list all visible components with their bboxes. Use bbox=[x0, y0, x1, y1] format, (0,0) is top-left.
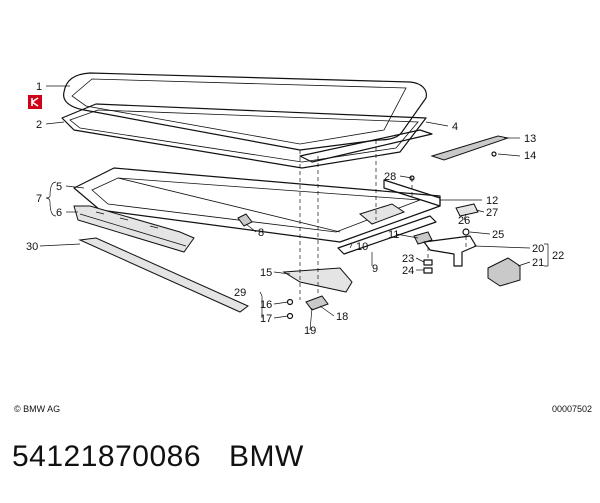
callout-22: 22 bbox=[552, 250, 564, 262]
image-number: 00007502 bbox=[551, 404, 592, 414]
brand-name: BMW bbox=[229, 440, 304, 473]
callout-2: 2 bbox=[36, 119, 42, 131]
deflector-strip bbox=[299, 129, 433, 163]
part-caption: 54121870086 BMW bbox=[12, 440, 304, 474]
callout-30: 30 bbox=[26, 241, 38, 253]
callout-11: 11 bbox=[388, 229, 399, 241]
leader-lines bbox=[39, 85, 549, 331]
callout-29: 29 bbox=[234, 287, 246, 299]
callout-25: 25 bbox=[492, 229, 504, 241]
callout-27: 27 bbox=[486, 207, 498, 219]
callout-8: 8 bbox=[258, 227, 264, 239]
nut-23-24 bbox=[423, 259, 433, 274]
callout-21: 21 bbox=[532, 257, 544, 269]
callout-26: 26 bbox=[458, 215, 470, 227]
callout-9: 9 bbox=[372, 263, 378, 275]
screw-25 bbox=[462, 228, 470, 236]
callout-10: 10 bbox=[356, 241, 368, 253]
assembly-guides bbox=[299, 140, 467, 300]
screws-16-17 bbox=[286, 298, 294, 320]
callout-14: 14 bbox=[524, 150, 536, 162]
trim-strip bbox=[78, 237, 249, 313]
clip-18-19 bbox=[305, 295, 329, 311]
callout-6: 6 bbox=[56, 207, 62, 219]
callout-12: 12 bbox=[486, 195, 498, 207]
callout-4: 4 bbox=[452, 121, 458, 133]
clip-part bbox=[237, 213, 253, 227]
callout-18: 18 bbox=[336, 311, 348, 323]
seal-frame bbox=[61, 103, 427, 169]
sunroof-exploded-diagram: 1 2 4 13 14 7 5 6 28 12 27 26 25 8 11 10… bbox=[26, 72, 564, 337]
slider-block bbox=[455, 203, 479, 217]
callout-16: 16 bbox=[260, 299, 272, 311]
callout-19: 19 bbox=[304, 325, 316, 337]
part-number: 54121870086 bbox=[12, 440, 202, 473]
lift-mechanism bbox=[423, 235, 521, 287]
callout-1: 1 bbox=[36, 81, 42, 93]
hinge-bracket bbox=[282, 267, 353, 293]
callout-7: 7 bbox=[36, 193, 42, 205]
callout-24: 24 bbox=[402, 265, 414, 277]
callout-5: 5 bbox=[56, 181, 62, 193]
sunroof-glass-panel bbox=[63, 72, 427, 151]
callout-20: 20 bbox=[532, 243, 544, 255]
copyright-notice: © BMW AG bbox=[14, 404, 61, 414]
callout-13: 13 bbox=[524, 133, 536, 145]
brace-7 bbox=[45, 181, 57, 217]
wind-deflector bbox=[430, 135, 510, 161]
callout-15: 15 bbox=[260, 267, 272, 279]
guide-rail bbox=[337, 215, 437, 255]
kit-marker-icon bbox=[28, 95, 42, 109]
callout-17: 17 bbox=[260, 313, 272, 325]
callout-28: 28 bbox=[384, 171, 396, 183]
callout-23: 23 bbox=[402, 253, 414, 265]
drain-tray bbox=[73, 205, 195, 253]
